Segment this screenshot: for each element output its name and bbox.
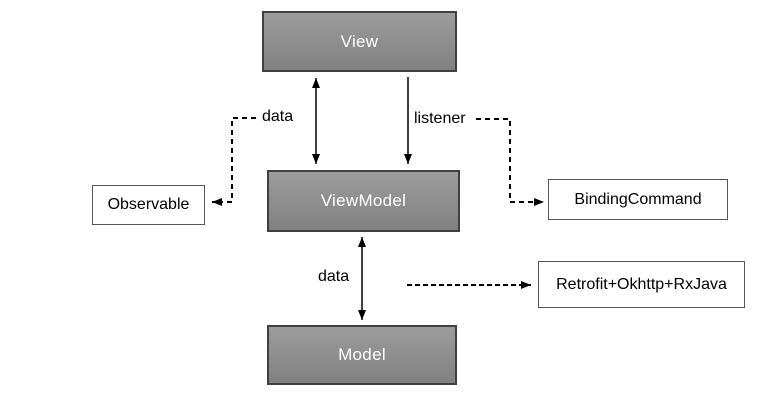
node-binding-command: BindingCommand	[548, 179, 728, 220]
edge-label-listener: listener	[414, 110, 466, 127]
node-observable: Observable	[92, 185, 205, 225]
node-viewmodel: ViewModel	[267, 170, 460, 232]
node-model: Model	[267, 325, 457, 385]
edge-label-data-bottom: data	[318, 268, 350, 285]
edge-data-observable-dashed-arrow	[212, 117, 256, 206]
node-view: View	[262, 11, 457, 72]
edge-label-data-top: data	[262, 108, 294, 125]
edge-listener-bindingcommand-dashed-arrow	[476, 118, 544, 206]
node-retrofit-okhttp-rxjava: Retrofit+Okhttp+RxJava	[538, 261, 745, 308]
